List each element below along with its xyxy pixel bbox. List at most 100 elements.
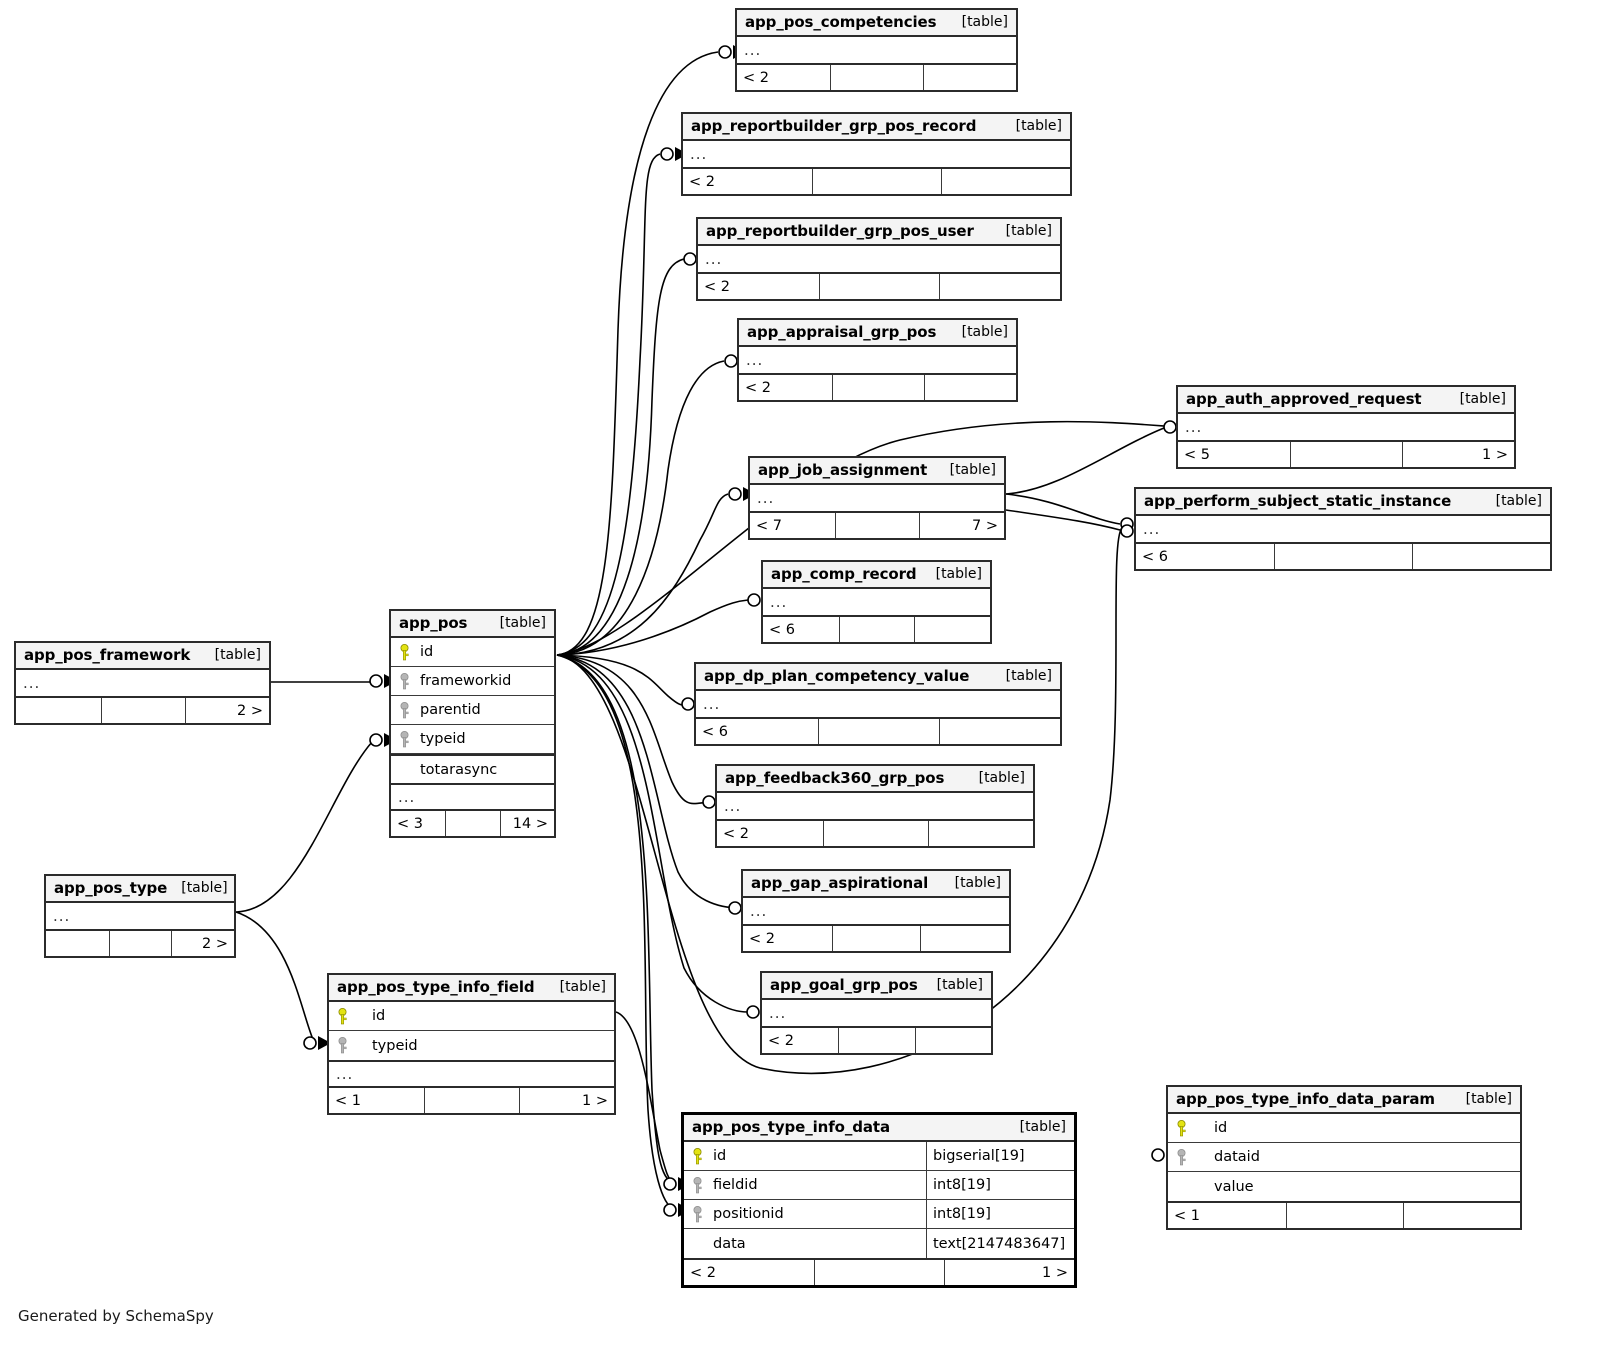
column-row[interactable]: id <box>329 1002 614 1031</box>
column-name-cell: typeid <box>329 1037 614 1054</box>
footer-children: 1 > <box>519 1088 614 1113</box>
column-name-cell: parentid <box>391 701 554 719</box>
table-columns: ... <box>1178 414 1514 440</box>
column-row[interactable]: totarasync <box>391 754 554 783</box>
table-footer: < 2 <box>762 1026 991 1053</box>
table-name: app_goal_grp_pos <box>770 976 918 994</box>
table-app-pos-framework[interactable]: app_pos_framework [table] ... 2 > <box>14 641 271 725</box>
table-footer: < 2 <box>717 819 1033 846</box>
foreign-key-icon <box>398 672 411 690</box>
column-row[interactable]: id <box>1168 1114 1520 1143</box>
column-row[interactable]: fieldid int8[19] <box>684 1171 1074 1200</box>
table-title-bar: app_pos_type_info_data [table] <box>684 1115 1074 1142</box>
table-name: app_pos_type_info_data_param <box>1176 1090 1435 1108</box>
footer-mid <box>818 274 940 299</box>
column-row[interactable]: data text[2147483647] <box>684 1229 1074 1258</box>
table-type-tag: [table] <box>1015 118 1062 134</box>
column-row[interactable]: dataid <box>1168 1143 1520 1172</box>
table-columns: ... <box>717 793 1033 819</box>
column-row[interactable]: parentid <box>391 696 554 725</box>
table-app-pos-type[interactable]: app_pos_type [table] ... 2 > <box>44 874 236 958</box>
table-name: app_perform_subject_static_instance <box>1144 492 1452 510</box>
table-type-tag: [table] <box>954 875 1001 891</box>
footer-mid <box>100 698 185 723</box>
column-row[interactable]: typeid <box>329 1031 614 1060</box>
column-row[interactable]: positionid int8[19] <box>684 1200 1074 1229</box>
table-name: app_dp_plan_competency_value <box>704 667 970 685</box>
table-type-tag: [table] <box>559 979 606 995</box>
table-type-tag: [table] <box>181 880 228 896</box>
table-type-tag: [table] <box>961 324 1008 340</box>
column-type: text[2147483647] <box>926 1229 1074 1258</box>
footer-children <box>923 375 1016 400</box>
table-app-gap-aspirational[interactable]: app_gap_aspirational [table] ... < 2 <box>741 869 1011 953</box>
table-app-pos-competencies[interactable]: app_pos_competencies [table] ... < 2 <box>735 8 1018 92</box>
table-app-pos[interactable]: app_pos [table] id frameworkid <box>389 609 556 838</box>
table-app-pos-type-info-data[interactable]: app_pos_type_info_data [table] id bigser… <box>681 1112 1077 1288</box>
column-row[interactable]: frameworkid <box>391 667 554 696</box>
primary-key-icon <box>1175 1119 1188 1137</box>
column-row[interactable]: id <box>391 638 554 667</box>
table-footer: < 6 <box>696 717 1060 744</box>
column-label: frameworkid <box>420 673 512 689</box>
column-label: dataid <box>1214 1149 1260 1165</box>
table-app-feedback360-grp-pos[interactable]: app_feedback360_grp_pos [table] ... < 2 <box>715 764 1035 848</box>
table-app-goal-grp-pos[interactable]: app_goal_grp_pos [table] ... < 2 <box>760 971 993 1055</box>
column-label: totarasync <box>420 761 498 778</box>
table-type-tag: [table] <box>499 615 546 631</box>
footer-parents: < 2 <box>704 278 730 295</box>
columns-ellipsis: ... <box>746 351 764 369</box>
footer-mid <box>817 719 939 744</box>
table-footer: 2 > <box>46 929 234 956</box>
table-app-dp-plan-competency-value[interactable]: app_dp_plan_competency_value [table] ...… <box>694 662 1062 746</box>
footer-parents: < 2 <box>743 69 769 86</box>
column-row[interactable]: id bigserial[19] <box>684 1142 1074 1171</box>
table-columns: ... <box>763 589 990 615</box>
table-columns: id bigserial[19] fieldid int8[19] <box>684 1142 1074 1258</box>
table-footer: < 2 <box>737 63 1016 90</box>
footer-parents <box>16 698 101 723</box>
table-app-job-assignment[interactable]: app_job_assignment [table] ... < 7 7 > <box>748 456 1006 540</box>
table-columns: ... <box>743 898 1009 924</box>
table-app-comp-record[interactable]: app_comp_record [table] ... < 6 <box>761 560 992 644</box>
columns-ellipsis: ... <box>23 674 41 692</box>
table-footer: < 3 14 > <box>391 809 554 836</box>
footer-mid <box>830 65 923 90</box>
table-name: app_pos_type_info_data <box>692 1118 891 1136</box>
footer-parents: < 2 <box>768 1032 794 1049</box>
table-title-bar: app_comp_record [table] <box>763 562 990 589</box>
table-app-auth-approved-request[interactable]: app_auth_approved_request [table] ... < … <box>1176 385 1516 469</box>
column-label: id <box>1214 1120 1228 1136</box>
column-label: id <box>713 1148 727 1164</box>
table-columns: ... <box>739 347 1016 373</box>
table-columns: ... <box>698 246 1060 272</box>
table-name: app_auth_approved_request <box>1186 390 1422 408</box>
table-type-tag: [table] <box>935 566 982 582</box>
table-name: app_gap_aspirational <box>751 874 929 892</box>
foreign-key-icon <box>691 1176 704 1194</box>
table-app-reportbuilder-grp-pos-user[interactable]: app_reportbuilder_grp_pos_user [table] .… <box>696 217 1062 301</box>
column-label: id <box>420 644 434 660</box>
column-name-cell: id <box>1168 1119 1520 1137</box>
table-app-pos-type-info-data-param[interactable]: app_pos_type_info_data_param [table] id … <box>1166 1085 1522 1230</box>
column-name-cell: dataid <box>1168 1148 1520 1166</box>
table-app-appraisal-grp-pos[interactable]: app_appraisal_grp_pos [table] ... < 2 <box>737 318 1018 402</box>
footer-parents: < 6 <box>769 621 795 638</box>
table-app-reportbuilder-grp-pos-record[interactable]: app_reportbuilder_grp_pos_record [table]… <box>681 112 1072 196</box>
table-type-tag: [table] <box>214 647 261 663</box>
table-app-pos-type-info-field[interactable]: app_pos_type_info_field [table] id typei… <box>327 973 616 1115</box>
table-columns: ... <box>16 670 269 696</box>
column-row[interactable]: value <box>1168 1172 1520 1201</box>
table-name: app_comp_record <box>771 565 917 583</box>
columns-ellipsis: ... <box>769 1004 787 1022</box>
footer-children <box>939 274 1060 299</box>
footer-parents: < 2 <box>723 825 749 842</box>
table-app-perform-subject-static-instance[interactable]: app_perform_subject_static_instance [tab… <box>1134 487 1552 571</box>
table-footer: < 2 <box>739 373 1016 400</box>
primary-key-icon <box>336 1007 349 1025</box>
table-name: app_pos_type <box>54 879 168 897</box>
table-title-bar: app_appraisal_grp_pos [table] <box>739 320 1016 347</box>
table-footer: < 6 <box>1136 542 1550 569</box>
column-row[interactable]: typeid <box>391 725 554 754</box>
